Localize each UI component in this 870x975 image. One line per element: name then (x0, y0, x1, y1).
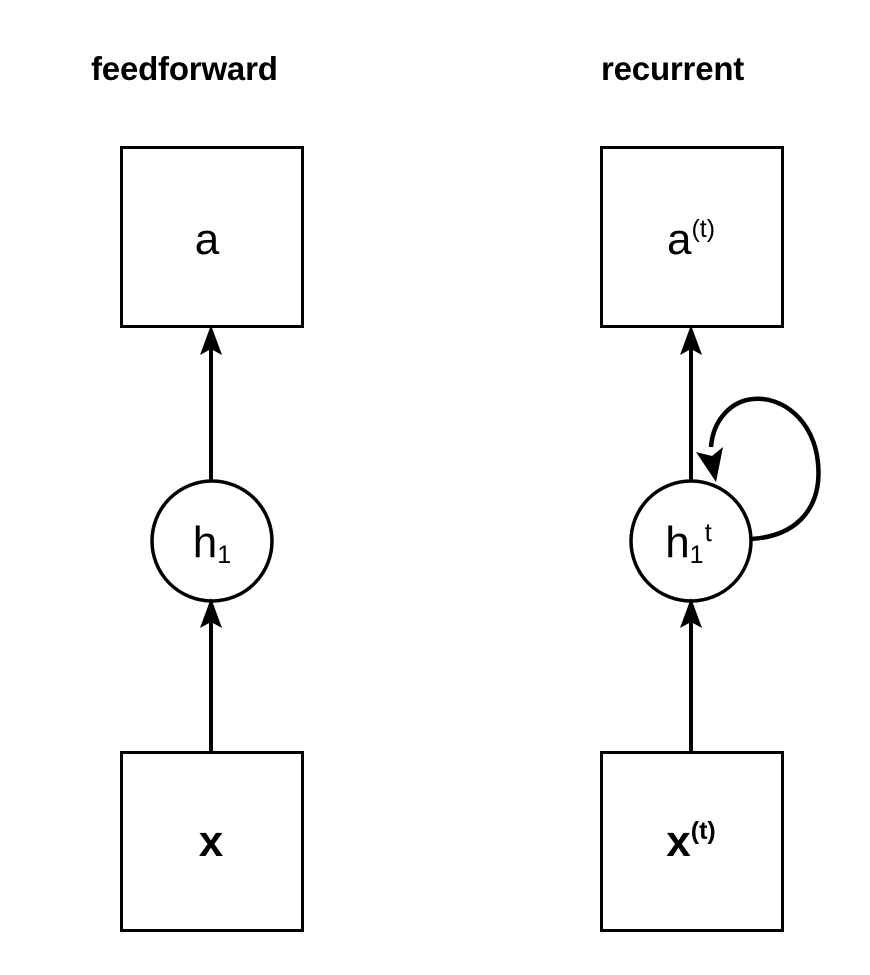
feedforward-hidden-label-subscript: 1 (217, 541, 232, 569)
recurrent-output-label-superscript: (t) (691, 215, 716, 243)
feedforward-edge-hidden-to-output (200, 325, 222, 481)
recurrent-hidden-label-subscript: 1 (689, 541, 704, 569)
feedforward-input-label: x (199, 820, 223, 864)
feedforward-input-box (120, 751, 304, 932)
recurrent-edge-hidden-to-output (680, 325, 702, 481)
recurrent-input-box (600, 751, 784, 932)
panel-title-recurrent: recurrent (601, 50, 745, 87)
recurrent-hidden-label-base: h (665, 518, 690, 567)
recurrent-output-label: a(t) (666, 215, 716, 264)
recurrent-input-label-superscript: (t) (690, 817, 716, 845)
panel-title-feedforward: feedforward (91, 50, 278, 87)
feedforward-hidden-label-base: h (192, 518, 218, 567)
recurrent-self-loop-arrow (696, 396, 821, 542)
feedforward-edge-input-to-hidden (200, 598, 222, 752)
recurrent-output-label-base: a (666, 215, 692, 264)
recurrent-input-label: x(t) (666, 817, 716, 866)
feedforward-output-label-base: a (194, 215, 220, 264)
recurrent-hidden-label-superscript: t (704, 517, 712, 547)
recurrent-hidden-label: h1t (665, 518, 712, 568)
feedforward-hidden-label: h1 (192, 518, 231, 568)
feedforward-output-label: a (195, 218, 219, 262)
recurrent-output-box (600, 146, 784, 328)
feedforward-input-label-base: x (198, 817, 224, 866)
recurrent-input-label-base: x (666, 817, 691, 866)
recurrent-edge-input-to-hidden (680, 598, 702, 752)
feedforward-output-box (120, 146, 304, 328)
